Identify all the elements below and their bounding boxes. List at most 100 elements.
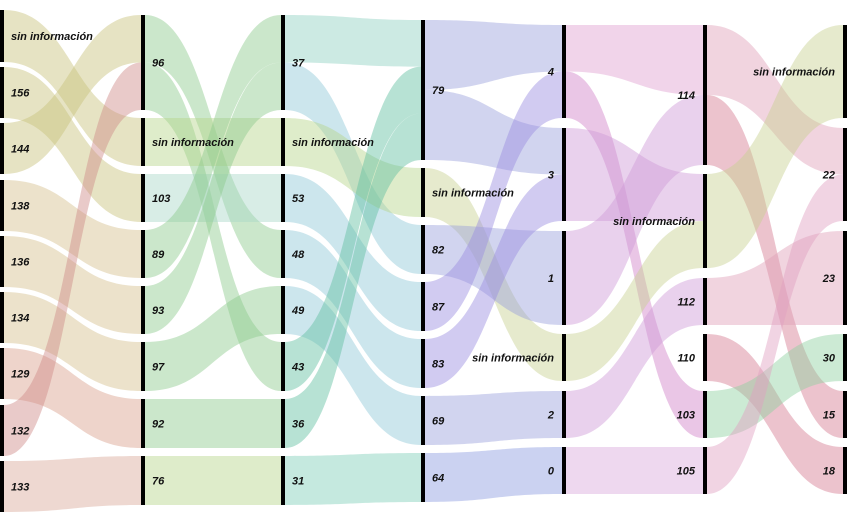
- sankey-link: [707, 334, 843, 438]
- sankey-node-bar: [0, 123, 4, 174]
- sankey-node-bar: [281, 342, 285, 391]
- sankey-node-label: 22: [822, 170, 835, 182]
- sankey-node-label: 2: [547, 410, 554, 422]
- sankey-link: [566, 95, 703, 325]
- sankey-node-bar: [141, 286, 145, 334]
- sankey-node-label: 133: [11, 482, 29, 494]
- sankey-node-label: 144: [11, 144, 29, 156]
- sankey-link: [707, 174, 843, 494]
- link-layer: [4, 10, 843, 512]
- sankey-node-label: 43: [291, 362, 304, 374]
- sankey-node-label: 87: [432, 302, 445, 314]
- sankey-node-bar: [141, 456, 145, 505]
- sankey-node-label: 112: [677, 297, 695, 309]
- sankey-link: [707, 95, 843, 438]
- sankey-node-label: 103: [677, 410, 695, 422]
- sankey-node-label: 69: [432, 416, 445, 428]
- sankey-link: [285, 15, 421, 67]
- sankey-link: [285, 66, 421, 392]
- sankey-node-label: 138: [11, 201, 30, 213]
- sankey-node-bar: [703, 447, 707, 494]
- sankey-link: [707, 231, 843, 325]
- sankey-link: [145, 62, 281, 391]
- sankey-link: [425, 225, 562, 325]
- sankey-link: [566, 278, 703, 438]
- sankey-node-bar: [843, 447, 847, 494]
- sankey-node-bar: [703, 25, 707, 165]
- sankey-link: [425, 174, 562, 388]
- sankey-link: [145, 118, 281, 166]
- sankey-node-bar: [0, 180, 4, 231]
- sankey-node-label: sin información: [11, 31, 93, 43]
- label-layer: sin información1561441381361341291321339…: [11, 31, 836, 494]
- sankey-node-label: 96: [152, 58, 165, 70]
- sankey-node-bar: [562, 128, 566, 221]
- sankey-link: [4, 292, 141, 391]
- sankey-link: [145, 456, 281, 505]
- sankey-link: [285, 174, 421, 331]
- sankey-node-label: sin información: [472, 353, 554, 365]
- sankey-node-label: sin información: [152, 137, 234, 149]
- sankey-link: [145, 174, 281, 222]
- sankey-node-label: 136: [11, 257, 30, 269]
- sankey-link: [707, 25, 843, 175]
- sankey-node-bar: [421, 282, 425, 331]
- sankey-node-label: 89: [152, 249, 165, 261]
- sankey-node-bar: [421, 20, 425, 160]
- sankey-node-label: 79: [432, 85, 445, 97]
- sankey-node-label: 18: [823, 466, 836, 478]
- sankey-node-label: 23: [822, 273, 835, 285]
- sankey-link: [425, 391, 562, 445]
- sankey-link: [566, 128, 703, 221]
- sankey-node-bar: [703, 278, 707, 325]
- sankey-link: [566, 25, 703, 95]
- sankey-node-bar: [703, 174, 707, 268]
- sankey-node-bar: [281, 15, 285, 110]
- sankey-node-bar: [281, 456, 285, 505]
- sankey-link: [4, 180, 141, 278]
- sankey-link: [425, 90, 562, 175]
- sankey-node-bar: [0, 67, 4, 118]
- sankey-node-label: 49: [291, 305, 305, 317]
- sankey-node-label: 3: [548, 170, 554, 182]
- sankey-node-bar: [141, 174, 145, 222]
- sankey-node-label: 156: [11, 88, 30, 100]
- sankey-node-label: 134: [11, 313, 29, 325]
- sankey-node-label: 4: [547, 67, 554, 79]
- sankey-node-bar: [0, 10, 4, 62]
- sankey-node-label: 93: [152, 305, 164, 317]
- sankey-link: [707, 25, 843, 268]
- sankey-node-label: 64: [432, 473, 444, 485]
- sankey-node-label: sin información: [292, 137, 374, 149]
- sankey-link: [425, 71, 562, 331]
- sankey-link: [425, 20, 562, 90]
- sankey-link: [566, 71, 703, 438]
- sankey-link: [4, 67, 141, 222]
- sankey-node-label: 129: [11, 369, 30, 381]
- sankey-link: [566, 221, 703, 381]
- sankey-node-label: 31: [292, 476, 304, 488]
- sankey-link: [285, 286, 421, 445]
- sankey-node-label: 53: [292, 193, 304, 205]
- sankey-node-label: 15: [823, 410, 836, 422]
- sankey-node-bar: [281, 118, 285, 166]
- sankey-link: [145, 15, 281, 278]
- sankey-node-label: sin información: [432, 188, 514, 200]
- sankey-link: [285, 113, 421, 448]
- sankey-node-bar: [0, 236, 4, 287]
- sankey-node-bar: [281, 230, 285, 278]
- sankey-link: [4, 10, 141, 166]
- sankey-node-bar: [843, 391, 847, 438]
- sankey-node-label: 48: [291, 249, 305, 261]
- sankey-node-bar: [281, 399, 285, 448]
- sankey-link: [285, 118, 421, 217]
- sankey-link: [285, 62, 421, 274]
- sankey-node-bar: [843, 334, 847, 381]
- sankey-node-bar: [421, 453, 425, 502]
- sankey-node-bar: [562, 25, 566, 118]
- sankey-link: [707, 334, 843, 494]
- sankey-link: [285, 230, 421, 388]
- sankey-link: [425, 168, 562, 381]
- sankey-node-label: sin información: [753, 67, 835, 79]
